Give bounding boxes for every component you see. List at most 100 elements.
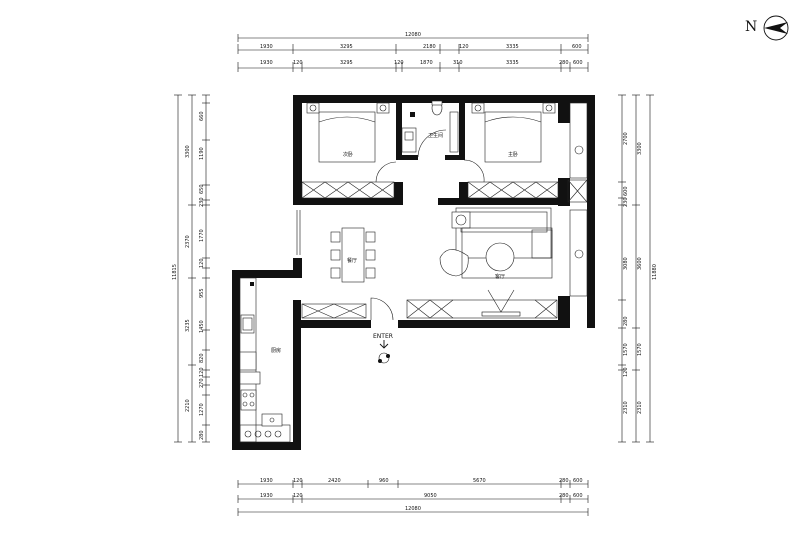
dim-label: 600 xyxy=(572,44,582,50)
dim-label: 9050 xyxy=(424,493,437,499)
room-label-bathroom: 卫生间 xyxy=(428,132,443,139)
side-table xyxy=(451,211,471,229)
entry-arrow-icon xyxy=(379,340,389,349)
nightstand xyxy=(376,102,390,114)
dim-label: 5670 xyxy=(473,478,486,484)
dim-label: 120 xyxy=(459,44,469,50)
dim-label: 280 xyxy=(559,493,569,499)
chair-icon xyxy=(574,145,584,155)
dim-label: 270 xyxy=(199,378,205,388)
dim-label: 1570 xyxy=(637,343,643,356)
dim-label: 960 xyxy=(379,478,389,484)
bathroom: 卫生间 xyxy=(401,100,459,158)
entry-compass-icon xyxy=(378,352,390,364)
dim-label: 660 xyxy=(199,111,205,121)
dim-label: 3335 xyxy=(506,44,519,50)
dim-label: 1770 xyxy=(199,229,205,242)
dim-label: 280 xyxy=(559,60,569,66)
tv xyxy=(481,311,521,317)
top-dimensions: 12080 1930 3295 2180 120 3335 600 1930 1… xyxy=(237,32,589,72)
dim-label: 120 xyxy=(623,367,629,377)
dim-label: 1570 xyxy=(623,343,629,356)
shoe-cabinet xyxy=(301,303,367,319)
dim-label: 1930 xyxy=(260,60,273,66)
fridge xyxy=(239,351,257,371)
dim-label: 3335 xyxy=(506,60,519,66)
dim-label: 2210 xyxy=(185,399,191,412)
room-label-living: 客厅 xyxy=(495,273,505,280)
dim-label: 1270 xyxy=(199,403,205,416)
dining-area: 餐厅 xyxy=(330,227,376,283)
dim-label: 2370 xyxy=(185,235,191,248)
dim-label: 3600 xyxy=(637,257,643,270)
dim-label: 1930 xyxy=(260,493,273,499)
room-label-dining: 餐厅 xyxy=(347,257,357,264)
dim-label: 3235 xyxy=(185,319,191,332)
wardrobe xyxy=(467,181,559,199)
dim-label: 1930 xyxy=(260,478,273,484)
bed xyxy=(318,111,376,163)
left-dimensions: 11815 3300 2370 3235 2210 660 1190 650 2… xyxy=(172,94,210,443)
dim-label: 600 xyxy=(573,60,583,66)
chair-icon xyxy=(365,267,376,279)
dining-table xyxy=(341,227,365,283)
lamp-icon xyxy=(455,214,467,226)
wardrobe xyxy=(301,181,395,199)
shower xyxy=(449,111,459,153)
dim-label: 120 xyxy=(199,367,205,377)
north-arrow: N xyxy=(745,15,789,41)
dim-label: 1930 xyxy=(260,44,273,50)
chair-icon xyxy=(365,231,376,243)
dim-label: 2310 xyxy=(637,401,643,414)
dim-label: 650 xyxy=(199,184,205,194)
dim-label: 120 xyxy=(394,60,404,66)
walls xyxy=(232,95,595,450)
bed xyxy=(484,111,542,163)
dim-label: 3295 xyxy=(340,60,353,66)
chair-icon xyxy=(574,249,584,259)
chair-icon xyxy=(330,231,341,243)
dim-label: 1450 xyxy=(199,320,205,333)
dim-label: 3080 xyxy=(623,257,629,270)
dim-label: 600 xyxy=(623,186,629,196)
coffee-table xyxy=(485,242,515,272)
bedroom-right: 主卧 xyxy=(463,102,588,203)
dim-label: 820 xyxy=(199,353,205,363)
bottom-dimensions: 1930 120 2420 960 5670 280 600 1930 120 … xyxy=(237,478,589,516)
nightstand xyxy=(471,102,485,114)
dim-label: 120 xyxy=(293,478,303,484)
chair-icon xyxy=(330,249,341,261)
dim-label: 2420 xyxy=(328,478,341,484)
dim-label: 1870 xyxy=(420,60,433,66)
nightstand xyxy=(306,102,320,114)
chair-icon xyxy=(365,249,376,261)
stove xyxy=(240,389,257,411)
entry-door xyxy=(370,297,394,321)
bedroom-left: 次卧 xyxy=(301,102,397,199)
dim-label: 120 xyxy=(293,60,303,66)
tv-cabinet xyxy=(406,299,558,319)
dim-label: 3300 xyxy=(185,145,191,158)
dim-label: 310 xyxy=(453,60,463,66)
door-swing xyxy=(375,161,397,183)
dim-label: 2700 xyxy=(623,132,629,145)
dim-label: 3300 xyxy=(637,142,643,155)
bottom-total-dim: 12080 xyxy=(405,506,421,512)
windows xyxy=(234,125,594,420)
dim-label: 230 xyxy=(199,197,205,207)
right-dimensions: 2700 600 230 3080 280 1570 120 2310 3300… xyxy=(618,94,658,443)
room-label-bedroom-left: 次卧 xyxy=(343,151,353,158)
chair-icon xyxy=(330,267,341,279)
microwave xyxy=(239,371,261,385)
dim-label: 120 xyxy=(293,493,303,499)
door-swing xyxy=(417,129,447,158)
room-label-kitchen: 厨房 xyxy=(271,347,281,354)
dim-label: 280 xyxy=(559,478,569,484)
dim-label: 955 xyxy=(199,288,205,298)
living-area: 客厅 xyxy=(301,207,588,321)
kitchen: 厨房 xyxy=(239,277,291,443)
dim-label: 2310 xyxy=(623,401,629,414)
dim-label: 120 xyxy=(199,258,205,268)
dim-label: 600 xyxy=(573,493,583,499)
right-total-dim: 11880 xyxy=(652,264,658,280)
